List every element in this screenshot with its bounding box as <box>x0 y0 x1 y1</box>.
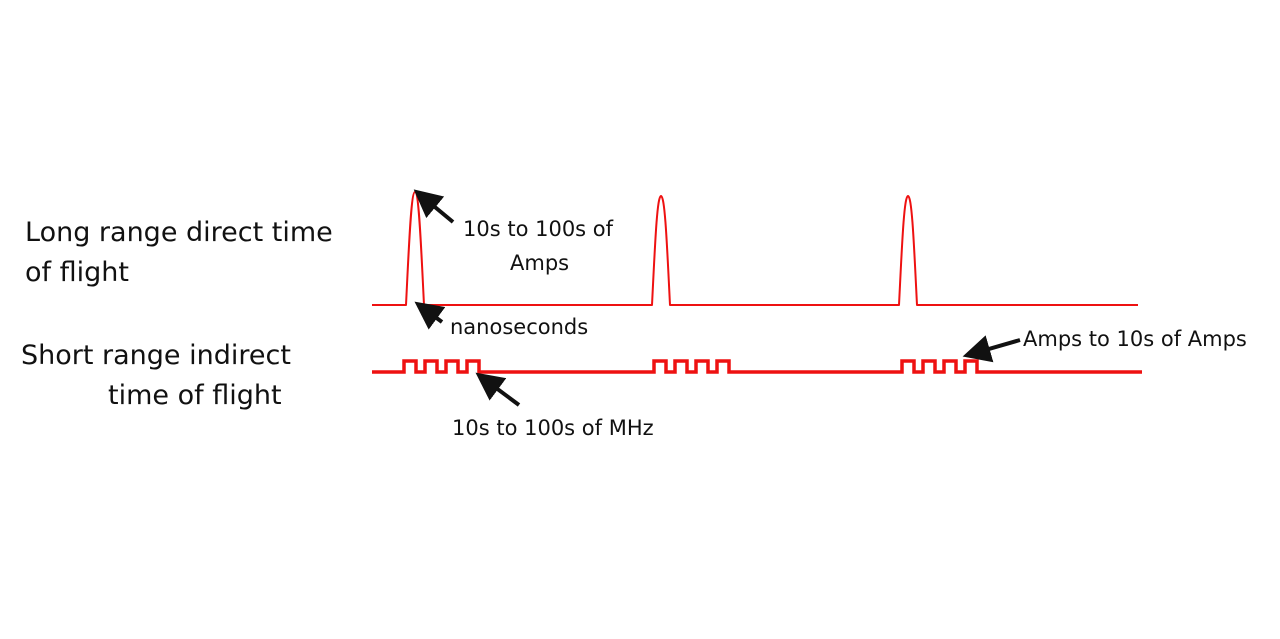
short-range-label-line2: time of flight <box>108 380 282 411</box>
modulation-amplitude-arrow <box>962 335 1021 363</box>
modulation-amplitude-label: Amps to 10s of Amps <box>1023 327 1247 351</box>
long-range-pulse-waveform <box>372 191 1138 306</box>
pulse-amplitude-label-line2: Amps <box>510 251 569 275</box>
long-range-label-line1: Long range direct time <box>25 217 333 248</box>
pulse-amplitude-arrow <box>413 189 455 224</box>
pulse-amplitude-label-line1: 10s to 100s of <box>463 217 614 241</box>
modulation-frequency-label: 10s to 100s of MHz <box>452 416 654 440</box>
short-range-modulated-waveform <box>372 359 1142 374</box>
pulse-width-label: nanoseconds <box>450 315 588 339</box>
short-range-label-line1: Short range indirect <box>21 340 291 371</box>
pulse-width-arrow <box>414 301 446 330</box>
modulation-frequency-arrow <box>475 372 521 407</box>
long-range-label-line2: of flight <box>25 257 129 288</box>
